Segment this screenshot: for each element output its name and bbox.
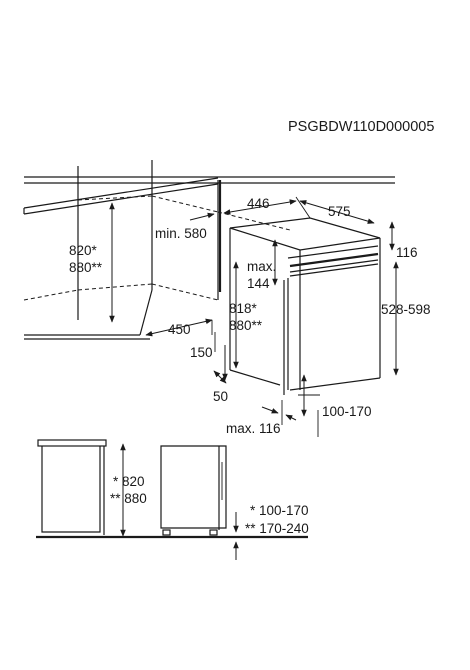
height-818-label: 818*: [229, 301, 258, 316]
offset-116-label: 116: [396, 245, 418, 260]
legend-height-line1: * 820: [113, 474, 145, 489]
max-116-label: max. 116: [226, 421, 281, 436]
legend-plinth-line1: * 100-170: [250, 503, 309, 518]
side-view-appliance: [160, 445, 227, 536]
dim-50-label: 50: [213, 389, 228, 404]
width-450-arrow: [145, 318, 213, 337]
document-code: PSGBDW110D000005: [288, 119, 434, 135]
cabinet-frame: [23, 160, 291, 340]
cabinet-height-label-2: 880**: [69, 260, 103, 275]
max-144-label-2: 144: [247, 276, 270, 291]
depth-575-label: 575: [328, 204, 351, 219]
legend-height-line2: ** 880: [110, 491, 147, 506]
max-144-label-1: max.: [247, 259, 276, 274]
max-116-arrow: [261, 406, 279, 414]
front-view-appliance: [37, 439, 107, 535]
height-880-label: 880**: [229, 318, 263, 333]
dishwasher-body: [229, 217, 381, 395]
worktop: [23, 176, 395, 215]
depth-575-arrow: [299, 200, 375, 224]
width-446-label: 446: [247, 196, 270, 211]
dim-50-arrow: [213, 370, 227, 384]
plinth-range-label: 100-170: [322, 404, 372, 419]
cabinet-height-label-1: 820*: [69, 243, 98, 258]
dim-150-label: 150: [190, 345, 213, 360]
legend-plinth-line2: ** 170-240: [245, 521, 309, 536]
height-range-label: 528-598: [381, 302, 431, 317]
width-450-label: 450: [168, 322, 191, 337]
min-depth-arrow: [189, 212, 215, 221]
width-446-arrow: [223, 199, 297, 215]
min-depth-label: min. 580: [155, 226, 207, 241]
